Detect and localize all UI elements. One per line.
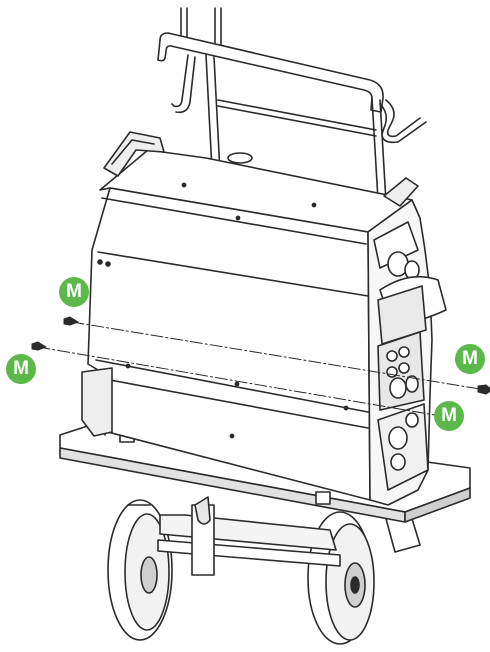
cart-handle [157,7,427,203]
left-wheel [107,499,173,641]
screw-top-right [477,384,490,395]
marker-m-badge: M [434,401,464,431]
screw-guides [37,321,487,419]
marker-label: M [462,348,478,369]
screw-bottom-left [31,341,47,351]
marker-m-badge: M [59,277,89,307]
marker-label: M [66,281,82,302]
welding-machine-body [81,131,447,506]
marker-m-badge: M [455,344,485,374]
marker-m-badge: M [6,354,36,384]
screw-top-left [63,316,79,326]
cart-lower-frame [157,496,421,576]
marker-label: M [13,358,29,379]
marker-label: M [441,405,457,426]
